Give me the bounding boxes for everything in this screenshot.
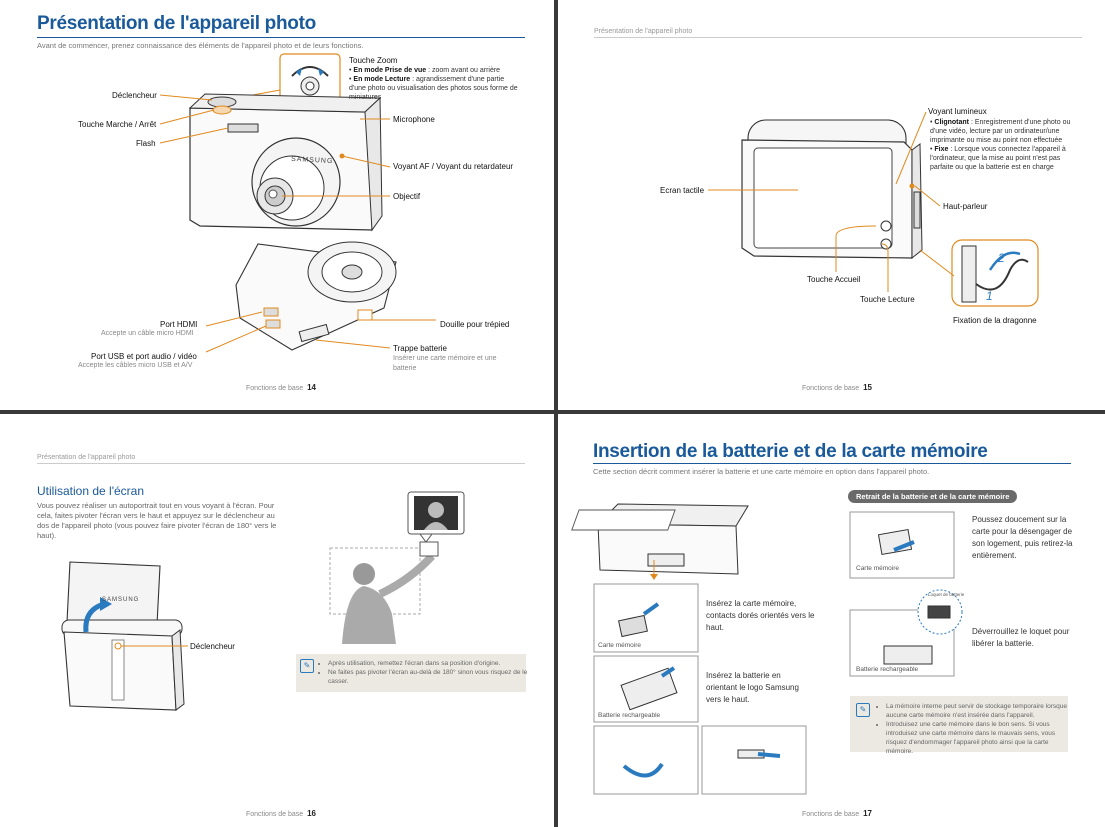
page-footer: Fonctions de base 17 <box>802 809 872 818</box>
page-number: 14 <box>307 383 316 392</box>
caption-carte-2: Carte mémoire <box>856 565 899 572</box>
svg-text:2: 2 <box>997 251 1005 265</box>
battery-insertion-illustration <box>571 503 963 795</box>
caption-loquet: Loquet de batterie <box>928 592 965 597</box>
note-item: Introduisez une carte mémoire dans le bo… <box>886 720 1076 756</box>
note-item: La mémoire interne peut servir de stocka… <box>886 702 1076 720</box>
clignotant-text: : Enregistrement d'une photo ou d'une vi… <box>930 119 1071 144</box>
label-flash: Flash <box>136 139 156 148</box>
note-item: Ne faites pas pivoter l'écran au-delà de… <box>328 668 533 686</box>
zoom-description: • En mode Prise de vue : zoom avant ou a… <box>349 67 518 101</box>
note-icon: ✎ <box>300 659 314 673</box>
brand-logo: SAMSUNG <box>102 597 140 603</box>
label-declencheur: Déclencheur <box>190 642 235 651</box>
footer-text: Fonctions de base <box>246 385 304 392</box>
running-header: Présentation de l'appareil photo <box>594 28 693 35</box>
label-microphone: Microphone <box>393 115 435 124</box>
label-haut-parleur: Haut-parleur <box>943 202 988 211</box>
label-dragonne: Fixation de la dragonne <box>953 316 1037 325</box>
step-insert-card: Insérez la carte mémoire, contacts dorés… <box>706 599 815 632</box>
label-voyant-af: Voyant AF / Voyant du retardateur <box>393 162 514 171</box>
page-14: Présentation de l'appareil photo Avant d… <box>0 0 554 410</box>
zoom-item1-text: : zoom avant ou arrière <box>426 67 501 74</box>
header-rule <box>37 463 525 464</box>
label-trappe-sub: Insérer une carte mémoire et une batteri… <box>393 355 497 372</box>
label-port-hdmi-sub: Accepte un câble micro HDMI <box>101 330 194 337</box>
step-insert-battery: Insérez la batterie en orientant le logo… <box>706 671 799 704</box>
label-declencheur: Déclencheur <box>112 91 157 100</box>
header-rule <box>594 37 1082 38</box>
note-box: ✎ Après utilisation, remettez l'écran da… <box>296 654 527 692</box>
screen-rotation-illustration <box>61 491 465 711</box>
zoom-item2-text: : agrandissement d'une partie d'une phot… <box>349 76 518 101</box>
fixe-text: : Lorsque vous connectez l'appareil à l'… <box>930 146 1066 171</box>
camera-back-illustration: 2 1 <box>708 111 1039 307</box>
camera-front-illustration <box>159 53 436 353</box>
page-title: Insertion de la batterie et de la carte … <box>593 441 988 462</box>
label-ecran-tactile: Ecran tactile <box>660 186 705 195</box>
caption-batterie-2: Batterie rechargeable <box>856 666 919 673</box>
section-paragraph: Vous pouvez réaliser un autoportrait tou… <box>37 501 277 540</box>
label-touche-accueil: Touche Accueil <box>807 275 861 284</box>
title-rule <box>593 463 1071 464</box>
label-port-hdmi: Port HDMI <box>160 320 198 329</box>
page-15: Présentation de l'appareil photo 2 1 Voy… <box>558 0 1105 410</box>
label-objectif: Objectif <box>393 192 421 201</box>
page-number: 16 <box>307 809 316 818</box>
page-17: Insertion de la batterie et de la carte … <box>558 414 1105 827</box>
section-pill: Retrait de la batterie et de la carte mé… <box>848 490 1018 503</box>
zoom-title: Touche Zoom <box>349 56 398 65</box>
footer-text: Fonctions de base <box>246 811 304 818</box>
zoom-item1-label: En mode Prise de vue <box>353 67 427 74</box>
running-header: Présentation de l'appareil photo <box>37 454 136 461</box>
step-remove-card: Poussez doucement sur la carte pour la d… <box>972 515 1073 560</box>
clignotant-label: Clignotant <box>934 119 970 126</box>
footer-text: Fonctions de base <box>802 385 860 392</box>
label-trappe: Trappe batterie <box>393 344 447 353</box>
section-title: Utilisation de l'écran <box>37 484 145 498</box>
caption-carte: Carte mémoire <box>598 642 641 649</box>
page-subtitle: Avant de commencer, prenez connaissance … <box>37 41 364 50</box>
page-footer: Fonctions de base 16 <box>246 809 316 818</box>
note-item: Après utilisation, remettez l'écran dans… <box>328 659 533 668</box>
note-list: La mémoire interne peut servir de stocka… <box>874 702 1076 756</box>
note-box: ✎ La mémoire interne peut servir de stoc… <box>850 696 1068 755</box>
note-icon: ✎ <box>856 703 870 717</box>
footer-text: Fonctions de base <box>802 811 860 818</box>
page-subtitle: Cette section décrit comment insérer la … <box>593 467 930 476</box>
page-title: Présentation de l'appareil photo <box>37 13 316 34</box>
fixe-label: Fixe <box>934 146 949 153</box>
page-number: 15 <box>863 383 872 392</box>
label-douille: Douille pour trépied <box>440 320 510 329</box>
label-touche-lecture: Touche Lecture <box>860 295 915 304</box>
label-port-usb-sub: Accepte les câbles micro USB et A/V <box>78 362 193 369</box>
label-port-usb: Port USB et port audio / vidéo <box>91 352 197 361</box>
title-rule <box>37 37 525 38</box>
page-16: Présentation de l'appareil photo Utilisa… <box>0 414 554 827</box>
voyant-description: • Clignotant : Enregistrement d'une phot… <box>930 119 1071 171</box>
label-marche-arret: Touche Marche / Arrêt <box>78 120 157 129</box>
caption-batterie: Batterie rechargeable <box>598 712 661 719</box>
note-list: Après utilisation, remettez l'écran dans… <box>316 659 533 686</box>
svg-text:1: 1 <box>986 289 993 303</box>
page-number: 17 <box>863 809 872 818</box>
step-unlock-battery: Déverrouillez le loquet pour libérer la … <box>972 627 1070 648</box>
page-footer: Fonctions de base 14 <box>246 383 316 392</box>
zoom-item2-label: En mode Lecture <box>353 76 411 83</box>
page-footer: Fonctions de base 15 <box>802 383 872 392</box>
label-voyant-lumineux: Voyant lumineux <box>928 107 987 116</box>
